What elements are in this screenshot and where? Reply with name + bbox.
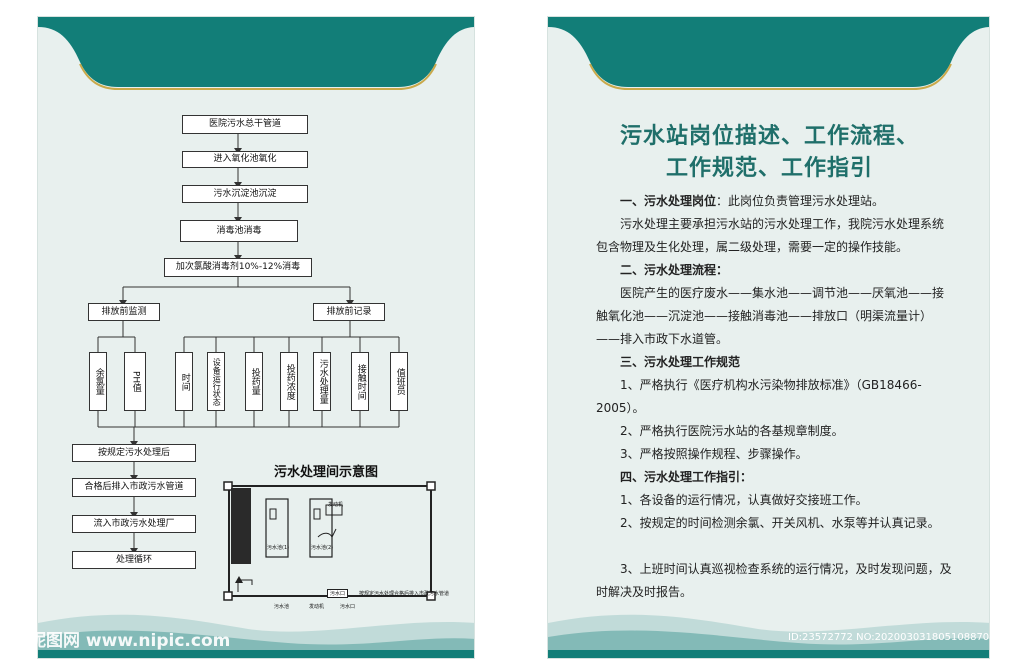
document-panel: 污水站岗位描述、工作流程、 工作规范、工作指引 一、污水处理岗位：此岗位负责管理…	[547, 16, 990, 659]
flow-step-disinfection: 消毒池消毒	[180, 220, 298, 242]
section-3-heading: 三、污水处理工作规范	[620, 355, 741, 369]
schematic-label-note: 按规定污水处理合格后排入市政污水管道	[359, 591, 450, 597]
schematic-label-tank2: 污水池(2)	[311, 545, 334, 551]
section-4-item: 1、各设备的运行情况，认真做好交接班工作。	[620, 493, 868, 507]
record-item: 值班员	[390, 352, 408, 411]
flow-step-main-pipe: 医院污水总干管道	[182, 115, 308, 134]
monitor-item: 余氯量	[89, 352, 107, 411]
schematic-drawing	[223, 481, 436, 601]
schematic-label-pump: 发动机	[328, 502, 344, 508]
record-item: 污水处理量	[313, 352, 331, 411]
panel-decoration	[548, 17, 989, 658]
flow-step-municipal-plant: 流入市政污水处理厂	[72, 515, 196, 533]
doc-title-line1: 污水站岗位描述、工作流程、	[619, 124, 919, 149]
flow-branch-monitor: 排放前监测	[88, 303, 160, 321]
section-3-item: 2、严格执行医院污水站的各基规章制度。	[620, 424, 844, 438]
record-item: 时间	[175, 352, 193, 411]
record-item: 设备运行状态	[207, 352, 225, 411]
flow-step-sedimentation: 污水沉淀池沉淀	[182, 185, 308, 203]
record-item: 接触时间	[351, 352, 369, 411]
section-1-heading: 一、污水处理岗位：此岗位负责管理污水处理站。	[620, 194, 885, 208]
section-3-item: 3、严格按照操作规程、步骤操作。	[620, 447, 808, 461]
section-2-heading: 二、污水处理流程：	[620, 263, 729, 277]
schematic-label-bottom-left: 污水池	[274, 604, 290, 610]
record-item: 投药量	[245, 352, 263, 411]
flow-step-add-disinfectant: 加次氯酸消毒剂10%-12%消毒	[164, 258, 312, 277]
record-item: 投药浓度	[280, 352, 298, 411]
section-4-item: 2、按规定的时间检测余氯、开关风机、水泵等并认真记录。	[620, 516, 940, 530]
schematic-label-bottom-mid: 发动机	[309, 604, 325, 610]
section-4-heading: 四、污水处理工作指引：	[620, 470, 753, 484]
section-3-item: 1、严格执行《医疗机构水污染物排放标准》（GB18466-2005）。	[596, 378, 922, 415]
section-4-item: 3、上班时间认真巡视检查系统的运行情况，及时发现问题，及时解决及时报告。	[596, 562, 952, 599]
id-watermark: ID:23572772 NO:20200303180510887086	[788, 632, 1002, 643]
schematic-label-bottom-right: 污水口	[340, 604, 356, 610]
schematic-label-outlet: 污水口	[327, 589, 349, 598]
monitor-item: PH值	[124, 352, 146, 411]
flow-step-oxidation: 进入氧化池氧化	[182, 151, 308, 168]
flow-branch-record: 排放前记录	[313, 303, 385, 321]
site-watermark: 昵图网 www.nipic.com	[8, 626, 230, 651]
flowchart-panel: 医院污水总干管道 进入氧化池氧化 污水沉淀池沉淀 消毒池消毒 加次氯酸消毒剂10…	[37, 16, 475, 659]
flow-step-cycle: 处理循环	[72, 551, 196, 569]
schematic-label-tank1: 污水池(1)	[267, 545, 290, 551]
doc-title-line2: 工作规范、工作指引	[665, 156, 873, 181]
section-2-body: 医院产生的医疗废水——集水池——调节池——厌氧池——接触氧化池——沉淀池——接触…	[596, 286, 945, 346]
flow-step-discharge: 合格后排入市政污水管道	[72, 478, 196, 497]
section-1-body: 污水处理主要承担污水站的污水处理工作，我院污水处理系统包含物理及生化处理，属二级…	[596, 217, 945, 254]
schematic-title: 污水处理间示意图	[274, 465, 379, 480]
flow-step-after-treatment: 按规定污水处理后	[72, 444, 196, 462]
panel-decoration	[38, 17, 474, 658]
logo-icon	[8, 632, 26, 650]
